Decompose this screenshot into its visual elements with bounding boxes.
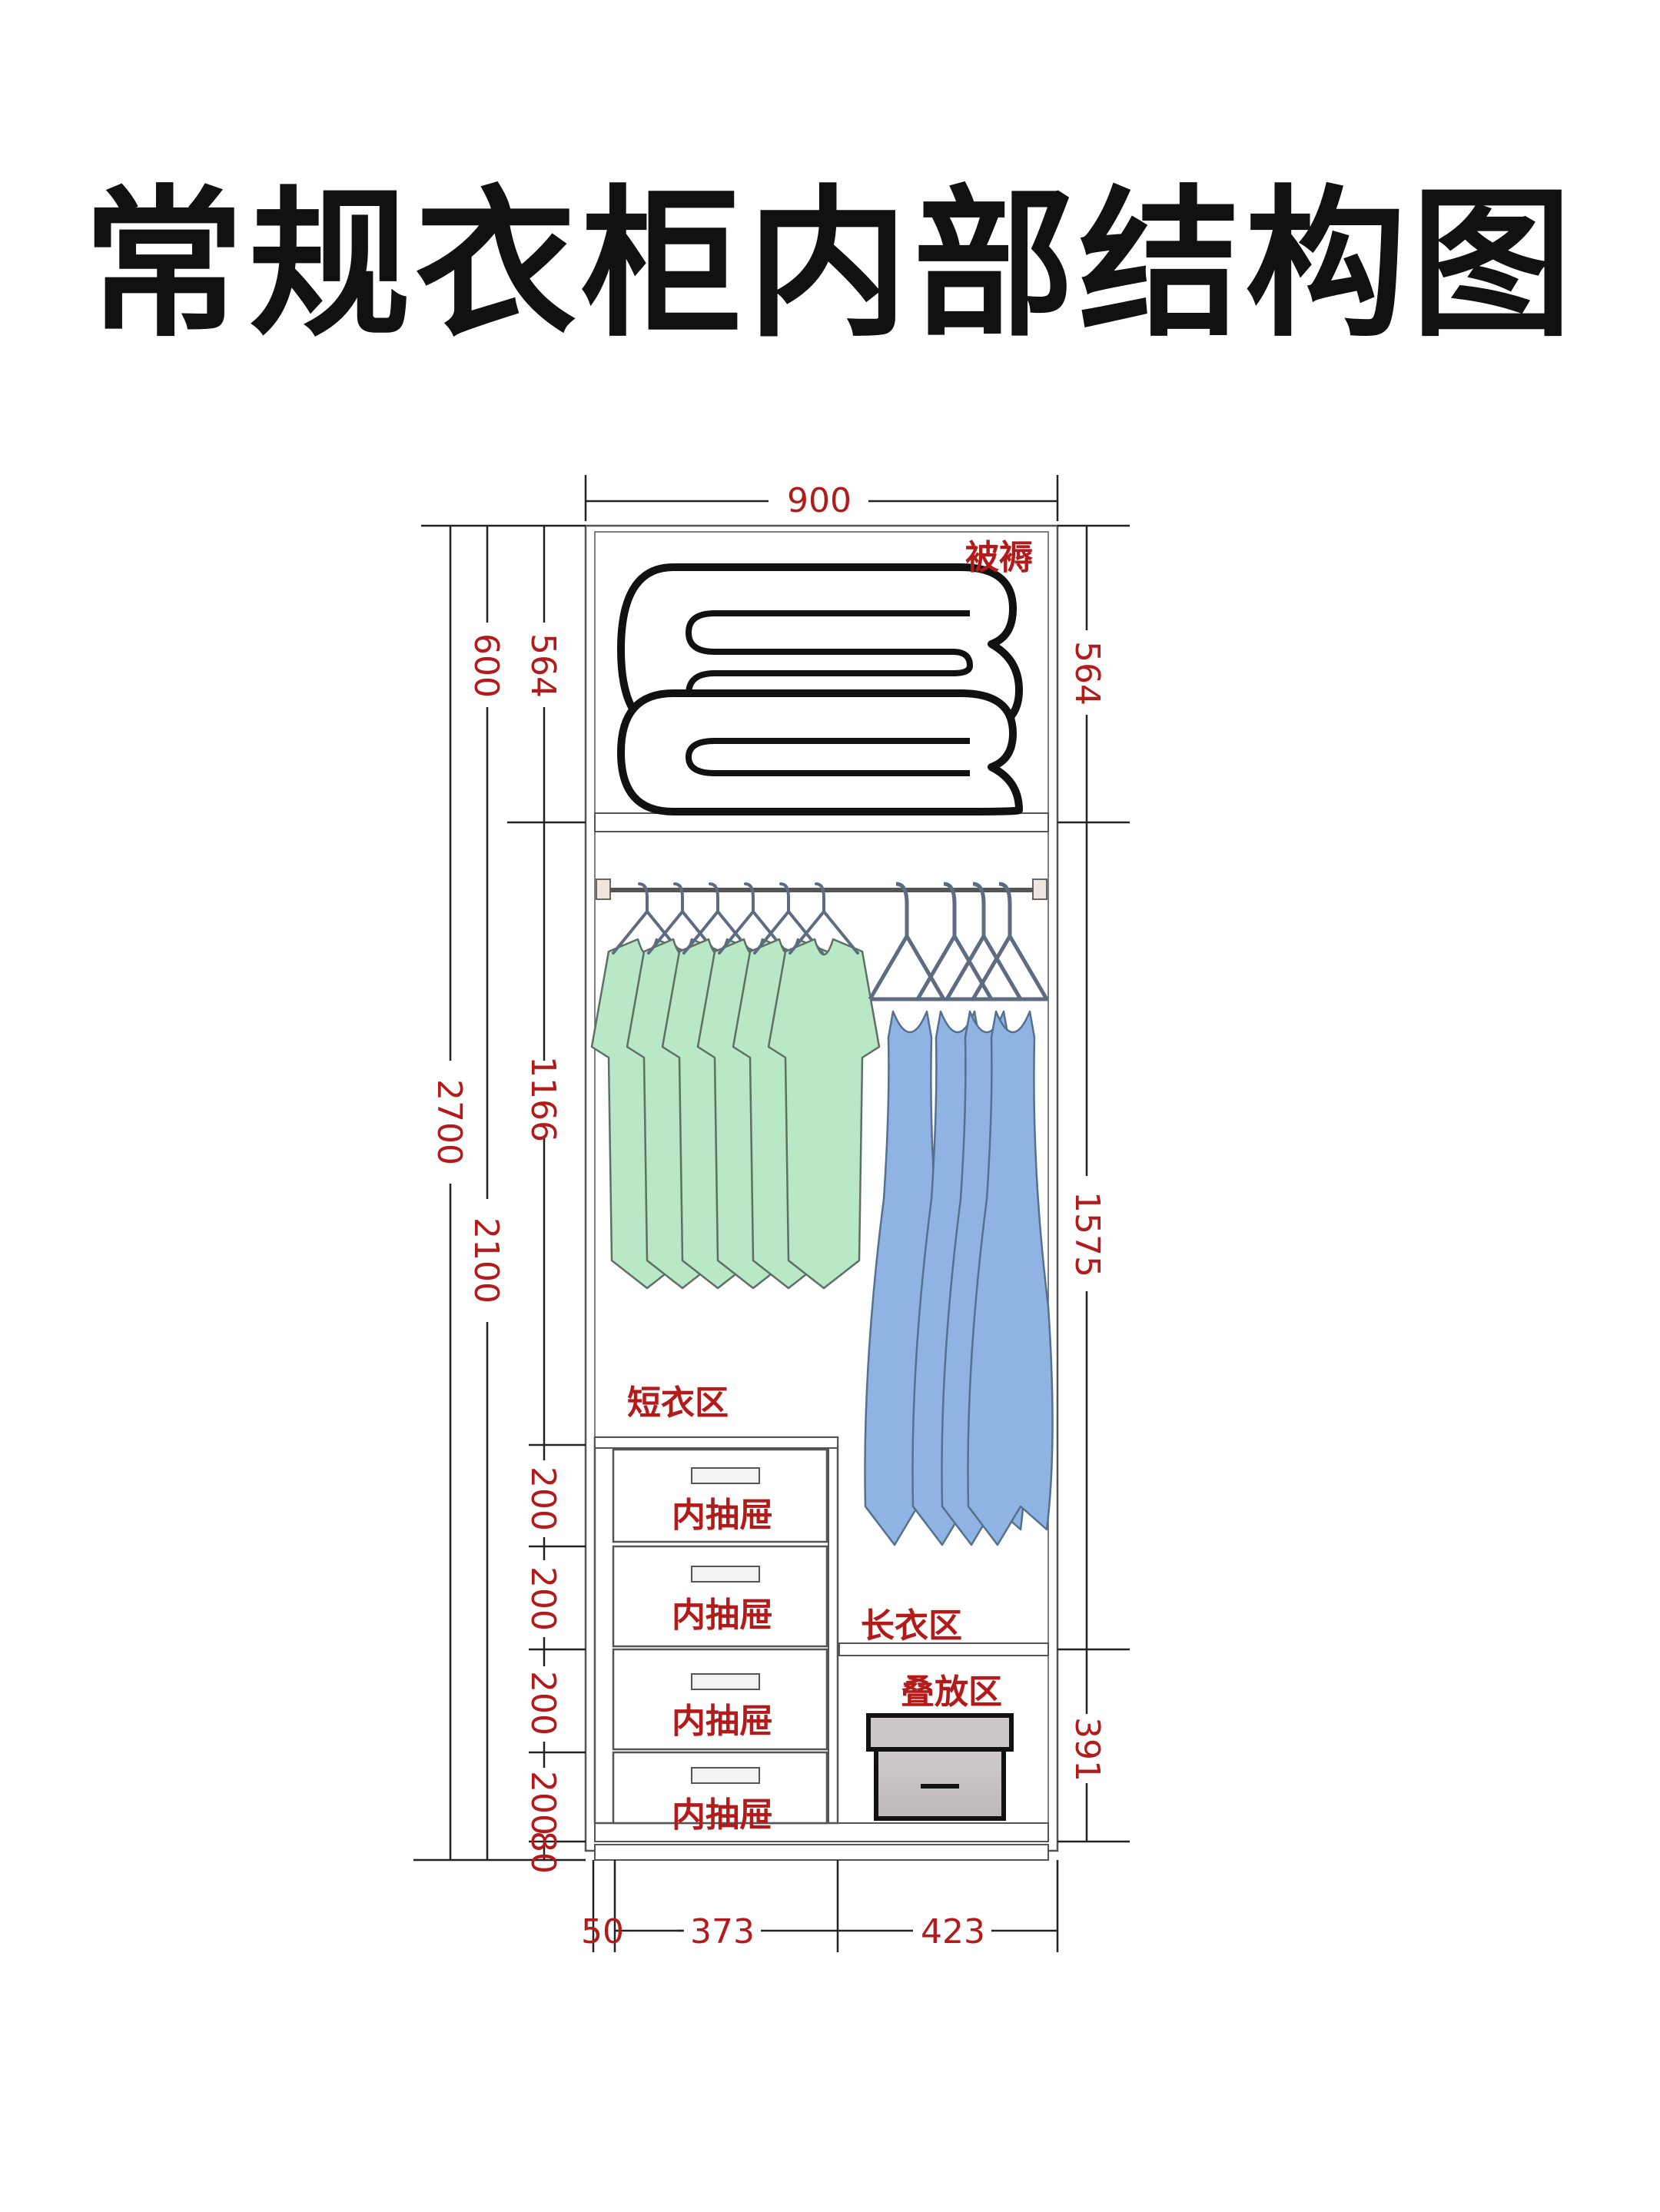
hanger-icon	[868, 882, 946, 1001]
long-dress-icon	[967, 882, 1054, 1546]
drawer-handle-icon	[691, 1566, 760, 1583]
bottom-panel	[594, 1822, 1049, 1842]
dim-lower-height: 2100	[466, 1217, 506, 1304]
top-shelf	[594, 812, 1049, 832]
drawer-handle-icon	[691, 1767, 760, 1784]
drawer-stack: 内抽屉 内抽屉 内抽屉 内抽屉	[612, 1448, 828, 1835]
quilt-zone-label: 被褥	[965, 538, 1033, 577]
folded-quilt-icon	[617, 563, 1023, 815]
long-clothes-zone-label: 长衣区	[861, 1606, 962, 1646]
dim-hanging-zone: 1166	[523, 1056, 563, 1142]
drawer-label: 内抽屉	[672, 1702, 773, 1741]
dim-drawer-4: 200	[523, 1771, 563, 1835]
hanger-icon	[971, 882, 1049, 1001]
drawer-4[interactable]: 内抽屉	[612, 1751, 828, 1835]
dimension-labels: 900 2700 600 2100 564 1166 200 200 200 2…	[430, 481, 1107, 1951]
stack-zone-label: 叠放区	[901, 1672, 1002, 1712]
dim-quilt-zone-left: 564	[523, 633, 563, 698]
short-shirt-icon	[767, 882, 881, 1290]
short-clothes-group	[590, 882, 881, 1290]
dim-quilt-zone-right: 564	[1067, 641, 1107, 706]
hanger-icon	[718, 882, 788, 955]
dim-total-width: 900	[787, 481, 852, 520]
dim-drawer-width: 373	[690, 1912, 755, 1951]
drawer-label: 内抽屉	[672, 1496, 773, 1535]
dimension-lines	[413, 475, 1130, 1952]
drawer-3[interactable]: 内抽屉	[612, 1648, 828, 1751]
hanger-icon	[682, 882, 753, 955]
dim-drawer-3: 200	[523, 1671, 563, 1735]
dim-stack-zone: 391	[1067, 1717, 1107, 1782]
drawer-2[interactable]: 内抽屉	[612, 1545, 828, 1648]
dim-drawer-1: 200	[523, 1466, 563, 1531]
page-title: 常规衣柜内部结构图	[82, 171, 1577, 359]
drawer-handle-icon	[691, 1467, 760, 1484]
dim-stack-width: 423	[921, 1912, 985, 1951]
dim-upper-height: 600	[466, 633, 506, 698]
stack-shelf	[838, 1642, 1049, 1656]
drawer-cabinet-top	[594, 1436, 838, 1449]
dim-drawer-2: 200	[523, 1566, 563, 1631]
drawer-1[interactable]: 内抽屉	[612, 1448, 828, 1543]
hanger-icon	[788, 882, 859, 955]
storage-box-icon	[866, 1713, 1014, 1821]
drawer-label: 内抽屉	[672, 1795, 773, 1835]
hanger-icon	[612, 882, 682, 955]
drawer-label: 内抽屉	[672, 1596, 773, 1635]
dim-total-height: 2700	[430, 1079, 469, 1165]
dim-side-panel: 50	[581, 1912, 624, 1951]
drawer-handle-icon	[691, 1673, 760, 1690]
short-clothes-zone-label: 短衣区	[627, 1383, 729, 1423]
hanger-icon	[753, 882, 824, 955]
dim-base: 80	[523, 1831, 563, 1874]
dim-long-hanging: 1575	[1067, 1191, 1107, 1277]
hanger-icon	[647, 882, 718, 955]
long-clothes-group	[864, 882, 1054, 1546]
base-plinth	[594, 1844, 1049, 1861]
